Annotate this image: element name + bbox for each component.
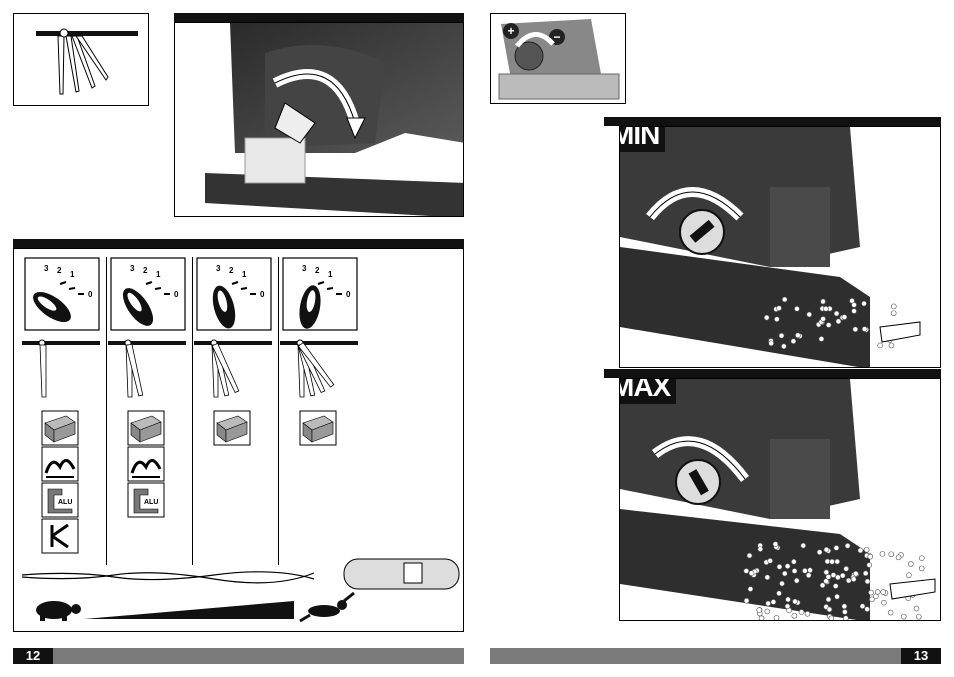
plus-icon: + — [507, 24, 514, 38]
alu-label: ALU — [58, 499, 72, 506]
dial-number: 3 — [216, 264, 221, 273]
dial-number: 3 — [130, 264, 135, 273]
dial-number: 1 — [156, 270, 161, 279]
jigsaw-icon — [344, 559, 459, 589]
page-footer-right: 13 — [490, 648, 941, 664]
dial-number: 1 — [328, 270, 333, 279]
alu-label: ALU — [144, 499, 158, 506]
hare-icon — [308, 605, 340, 617]
dial-number: 2 — [57, 266, 62, 275]
blade-fan-icon — [14, 14, 149, 106]
dial-number: 3 — [302, 264, 307, 273]
section-bar-max — [604, 369, 941, 378]
min-setting-photo: MIN — [619, 126, 941, 368]
min-label: MIN — [619, 126, 665, 152]
speed-wedge — [84, 601, 294, 619]
dial-number: 0 — [260, 290, 265, 299]
page-number: 12 — [13, 648, 53, 664]
max-setting-photo: MAX — [619, 378, 941, 621]
dial-number: 2 — [143, 266, 148, 275]
section-bar-min — [604, 117, 941, 126]
dial-number: 1 — [242, 270, 247, 279]
dial-number: 0 — [346, 290, 351, 299]
adjust-dial-photo: + − — [490, 13, 626, 104]
dial-number: 0 — [174, 290, 179, 299]
dial-number: 2 — [229, 266, 234, 275]
minus-icon: − — [553, 30, 560, 44]
page-footer-left: 12 — [13, 648, 464, 664]
dial-number: 3 — [44, 264, 49, 273]
max-label: MAX — [619, 378, 676, 404]
orbital-lever-photo — [174, 22, 464, 217]
dial-number: 0 — [88, 290, 93, 299]
dial-number: 1 — [70, 270, 75, 279]
speed-illustration — [22, 559, 459, 621]
dial-number: 2 — [315, 266, 320, 275]
blade-icon — [40, 345, 46, 397]
pendulum-blade-figure — [13, 13, 149, 106]
page-number: 13 — [901, 648, 941, 664]
